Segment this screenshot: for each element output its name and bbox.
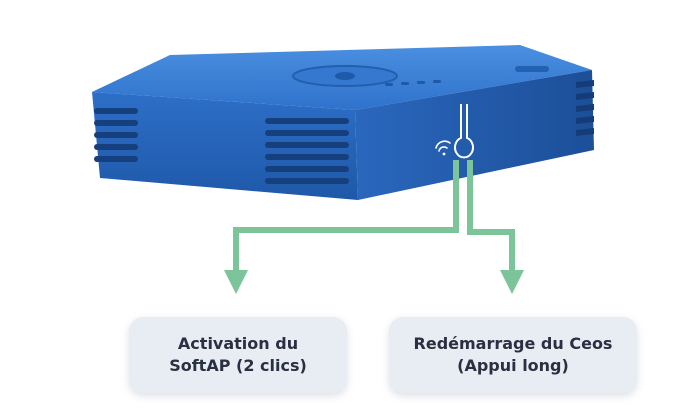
- arrow-to-restart: [467, 160, 515, 272]
- brand-mark-icon: [515, 66, 549, 72]
- vent-grille-right-icon: [576, 80, 594, 136]
- callout-left-line1: Activation du: [177, 334, 299, 353]
- wifi-icon: [435, 140, 451, 156]
- callout-ceos-restart: Redémarrage du Ceos (Appui long): [389, 317, 637, 393]
- vent-grille-center-icon: [265, 118, 349, 184]
- arrow-to-softap: [233, 160, 459, 272]
- callout-softap-activation: Activation du SoftAP (2 clics): [129, 317, 347, 393]
- status-leds-icon: [385, 80, 441, 86]
- vent-grille-left-icon: [94, 108, 138, 162]
- arrow-head-right-icon: [500, 270, 524, 294]
- callout-right-line1: Redémarrage du Ceos: [413, 334, 613, 353]
- callout-right-line2: (Appui long): [457, 356, 569, 375]
- router-device: [92, 45, 594, 200]
- arrow-head-left-icon: [224, 270, 248, 294]
- reset-button-icon[interactable]: [454, 104, 474, 159]
- device-side-face: [355, 70, 594, 200]
- arrows: [233, 160, 515, 272]
- callout-left-line2: SoftAP (2 clics): [169, 356, 307, 375]
